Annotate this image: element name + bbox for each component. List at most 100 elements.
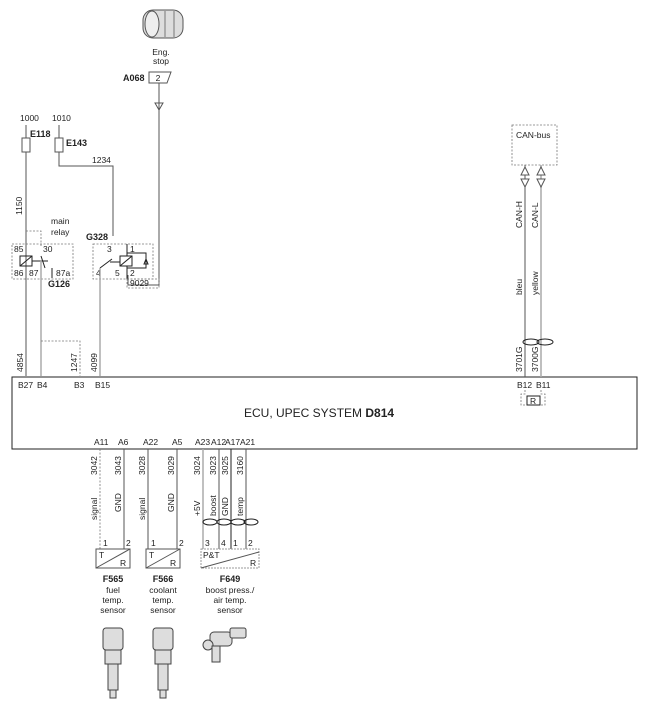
fuse-e118	[21, 137, 31, 153]
fuse-e143	[54, 137, 64, 153]
svg-text:3160: 3160	[235, 456, 245, 475]
svg-text:boost: boost	[208, 495, 218, 516]
svg-text:R: R	[170, 558, 176, 568]
pin-label: 86	[14, 268, 24, 278]
svg-text:signal: signal	[137, 498, 147, 520]
wire-label: 4099	[89, 353, 99, 372]
svg-text:2: 2	[248, 538, 253, 548]
svg-text:R: R	[120, 558, 126, 568]
svg-text:3023: 3023	[208, 456, 218, 475]
bidirectional-arrow-icon	[520, 165, 546, 189]
svg-text:A11: A11	[94, 437, 109, 447]
svg-text:coolant: coolant	[149, 585, 177, 595]
can-bus-label: CAN-bus	[516, 130, 550, 140]
pin-label: 85	[14, 244, 24, 254]
eng-stop-label: Eng.	[152, 47, 170, 57]
pin-label: 87	[29, 268, 39, 278]
svg-text:1: 1	[151, 538, 156, 548]
svg-text:sensor: sensor	[100, 605, 126, 615]
main-relay	[11, 243, 74, 280]
arrow-icon	[154, 102, 164, 112]
svg-text:3025: 3025	[220, 456, 230, 475]
wire-label: 3700G	[530, 346, 540, 372]
svg-text:F649: F649	[220, 574, 241, 584]
can-resistor	[526, 395, 541, 406]
sensor-f566: 1 2 T R F566 coolant temp. sensor	[145, 538, 184, 615]
wire-label: 1150	[14, 196, 24, 215]
svg-text:+5V: +5V	[192, 500, 202, 516]
connector-id: A068	[123, 73, 145, 83]
wire-numbers: 3042 3043 3028 3029 3024 3023 3025 3160	[89, 456, 245, 475]
relay-label: relay	[51, 227, 70, 237]
svg-text:A17: A17	[225, 437, 240, 447]
eng-stop-label: stop	[153, 56, 169, 66]
pin-label: 4	[96, 268, 101, 278]
svg-text:sensor: sensor	[150, 605, 176, 615]
pressure-sensor-icon	[202, 627, 247, 663]
relay-id: G126	[48, 279, 70, 289]
pin-label: B11	[536, 380, 551, 390]
pin-label: 2	[130, 268, 135, 278]
svg-text:temp.: temp.	[152, 595, 173, 605]
pin-label: 3	[107, 244, 112, 254]
svg-text:F566: F566	[153, 574, 174, 584]
diode-icon	[143, 257, 149, 265]
svg-text:1: 1	[233, 538, 238, 548]
svg-text:3024: 3024	[192, 456, 202, 475]
svg-text:A5: A5	[172, 437, 183, 447]
svg-text:T: T	[99, 550, 104, 560]
sensor-wires	[99, 449, 259, 550]
temp-sensor-icon	[102, 627, 124, 699]
svg-text:A21: A21	[240, 437, 255, 447]
temp-sensor-icon	[152, 627, 174, 699]
pin-label: 1	[130, 244, 135, 254]
wire-eng-stop	[127, 83, 160, 286]
svg-text:T: T	[149, 550, 154, 560]
svg-text:GND: GND	[113, 493, 123, 512]
ecu-box	[11, 376, 638, 450]
wire-label: 3701G	[514, 346, 524, 372]
svg-text:A12: A12	[211, 437, 226, 447]
svg-text:2: 2	[179, 538, 184, 548]
svg-text:fuel: fuel	[106, 585, 120, 595]
svg-text:boost press./: boost press./	[206, 585, 255, 595]
svg-text:GND: GND	[166, 493, 176, 512]
pin-label: B12	[517, 380, 532, 390]
pin-label: 30	[43, 244, 53, 254]
svg-text:1: 1	[103, 538, 108, 548]
sensor-f565: 1 2 T R F565 fuel temp. sensor	[95, 538, 131, 615]
svg-text:F565: F565	[103, 574, 124, 584]
wire-color: bleu	[514, 279, 524, 295]
svg-text:2: 2	[126, 538, 131, 548]
svg-text:A23: A23	[195, 437, 210, 447]
svg-text:temp.: temp.	[102, 595, 123, 605]
twisted-pair-icon	[522, 338, 540, 346]
pin-label: B3	[74, 380, 85, 390]
ecu-title: ECU, UPEC SYSTEM D814	[244, 406, 394, 420]
wire-label: 4854	[15, 353, 25, 372]
svg-text:3: 3	[205, 538, 210, 548]
wire-label: 1234	[92, 155, 111, 165]
relay-label: main	[51, 216, 70, 226]
svg-text:3028: 3028	[137, 456, 147, 475]
svg-text:A6: A6	[118, 437, 129, 447]
svg-text:A22: A22	[143, 437, 158, 447]
svg-text:R: R	[250, 558, 256, 568]
wire-label: CAN-L	[530, 202, 540, 228]
can-bus-box	[511, 124, 558, 166]
wire-functions: signal GND signal GND +5V boost GND temp	[89, 493, 245, 520]
g328-relay	[92, 243, 154, 280]
svg-text:4: 4	[221, 538, 226, 548]
svg-text:sensor: sensor	[217, 605, 243, 615]
connector-symbol	[148, 71, 172, 84]
svg-text:air temp.: air temp.	[213, 595, 246, 605]
resistor-label: R	[530, 396, 536, 406]
relay-id: G328	[86, 232, 108, 242]
wire-color: yellow	[530, 271, 540, 295]
fuse-id: E143	[66, 138, 87, 148]
wire-label: 1247	[69, 353, 79, 372]
wire-label: 1000	[20, 113, 39, 123]
connector-pin: 2	[156, 73, 161, 83]
pin-label: B27	[18, 380, 33, 390]
svg-text:3043: 3043	[113, 456, 123, 475]
